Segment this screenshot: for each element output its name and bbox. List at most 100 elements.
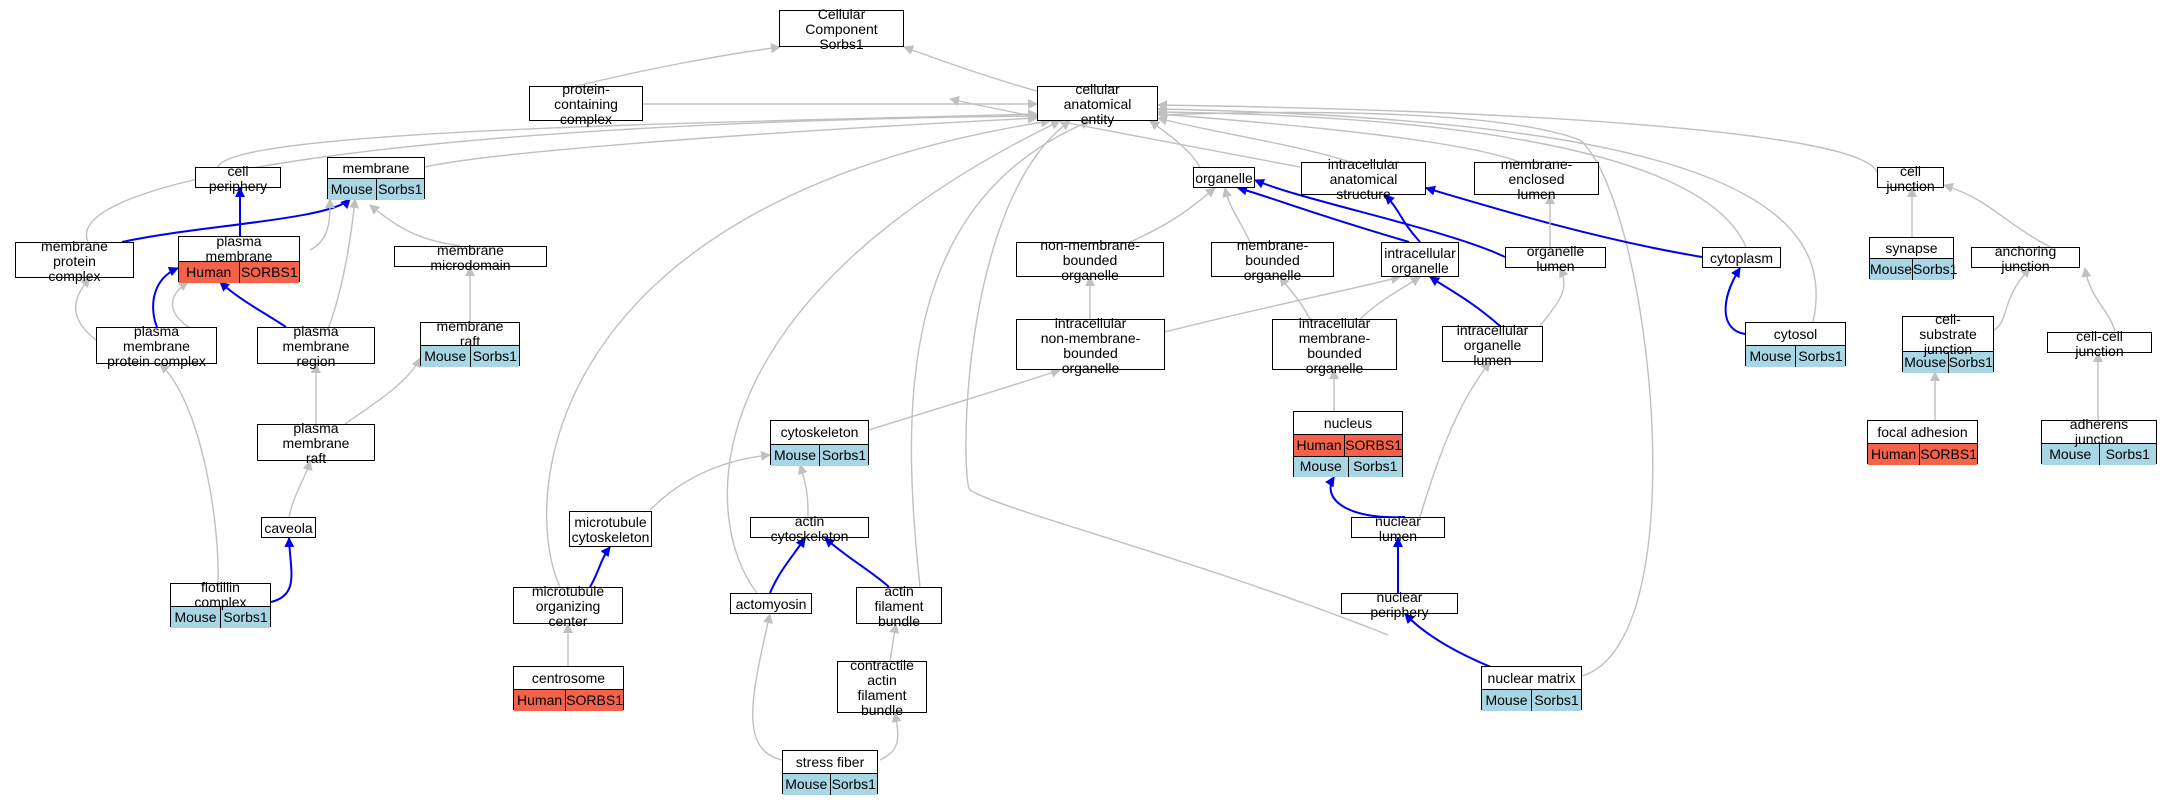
node-np[interactable]: nuclear periphery	[1341, 588, 1458, 620]
node-ias[interactable]: intracellular anatomical structure	[1301, 157, 1426, 202]
node-label: caveola	[264, 520, 313, 536]
is-a-edge	[1359, 276, 1421, 320]
node-cae[interactable]: cellular anatomical entity	[1037, 82, 1158, 127]
node-label: membrane-bounded organelle	[1236, 237, 1309, 283]
is-a-edge	[1157, 115, 1351, 163]
annotation-path-edge	[121, 198, 351, 243]
node-label: cell-cell junction	[2075, 327, 2124, 359]
node-inmbo[interactable]: intracellular non-membrane-bounded organ…	[1016, 314, 1165, 376]
node-label: plasma membrane	[205, 233, 273, 264]
node-label: nuclear periphery	[1370, 588, 1429, 620]
is-a-edge	[1157, 109, 1521, 163]
node-label: organelle	[1195, 170, 1253, 186]
species-label: Mouse	[1299, 458, 1342, 475]
node-pmpc[interactable]: plasma membrane protein complex	[96, 324, 217, 369]
is-a-edge	[309, 198, 335, 251]
is-a-edge	[344, 357, 421, 425]
is-a-edge	[1157, 109, 1654, 677]
node-label: membrane	[342, 159, 410, 176]
node-cj[interactable]: cell junction	[1877, 163, 1944, 193]
node-acs[interactable]: actin cytoskeleton	[750, 513, 869, 543]
node-label: cell periphery	[208, 162, 268, 194]
node-org[interactable]: organelle	[1193, 167, 1255, 188]
is-a-edge	[879, 712, 902, 761]
node-io[interactable]: intracellular organelle	[1381, 242, 1459, 277]
species-label: Mouse	[2049, 445, 2092, 462]
node-iol[interactable]: intracellular organelle lumen	[1442, 322, 1543, 367]
is-a-edge	[288, 460, 313, 518]
node-cyt[interactable]: cytoplasm	[1702, 247, 1781, 268]
node-ccj[interactable]: cell-cell junction	[2047, 327, 2152, 359]
is-a-edge	[1164, 274, 1401, 333]
node-nmbo[interactable]: non-membrane-bounded organelle	[1016, 237, 1164, 283]
node-nl[interactable]: nuclear lumen	[1351, 513, 1445, 543]
gene-label: SORBS1	[238, 262, 300, 283]
node-cafb[interactable]: contractile actin filament bundle	[837, 657, 927, 718]
node-mmd[interactable]: membrane microdomain	[394, 242, 547, 272]
node-mtc[interactable]: microtubule cytoskeleton	[569, 511, 652, 547]
node-mbo[interactable]: membrane-bounded organelle	[1211, 237, 1334, 283]
species-label: Mouse	[1870, 260, 1913, 277]
is-a-edge	[1129, 187, 1216, 243]
node-mel[interactable]: membrane-enclosed lumen	[1474, 157, 1599, 202]
annotation-path-edge	[1724, 267, 1746, 335]
species-label: Mouse	[1749, 347, 1792, 364]
is-a-edge	[752, 613, 783, 761]
node-ol[interactable]: organelle lumen	[1505, 243, 1606, 273]
gene-label: Sorbs1	[2098, 444, 2157, 465]
node-pmraft[interactable]: plasma membrane raft	[257, 421, 375, 466]
gene-label: Sorbs1	[1531, 690, 1581, 711]
is-a-edge	[1279, 276, 1311, 320]
node-label: cytoplasm	[1709, 250, 1774, 266]
is-a-edge	[324, 198, 360, 338]
node-aj[interactable]: anchoring junction	[1971, 243, 2080, 273]
species-label: Human	[517, 691, 563, 708]
gene-label: Sorbs1	[1347, 456, 1403, 477]
node-label: non-membrane-bounded organelle	[1040, 237, 1140, 283]
gene-label: SORBS1	[1919, 444, 1977, 465]
annotation-path-edge	[219, 281, 287, 328]
node-afb[interactable]: actin filament bundle	[856, 583, 942, 629]
node-imbo[interactable]: intracellular membrane-bounded organelle	[1272, 315, 1397, 375]
node-cp[interactable]: cell periphery	[195, 162, 281, 194]
annotation-path-edge	[1237, 185, 1410, 243]
node-am[interactable]: actomyosin	[730, 593, 812, 614]
is-a-edge	[726, 120, 1061, 594]
node-label: contractile actin filament bundle	[850, 657, 914, 718]
annotation-path-edge	[1425, 185, 1703, 258]
is-a-edge	[1157, 100, 1878, 173]
node-mpc[interactable]: membrane protein complex	[15, 238, 134, 283]
node-cc[interactable]: Cellular Component Sorbs1	[779, 7, 904, 52]
is-a-edge	[1993, 267, 2031, 331]
node-mtoc[interactable]: microtubule organizing center	[513, 584, 623, 629]
gene-label: Sorbs1	[1947, 352, 1994, 373]
gene-label: Sorbs1	[819, 445, 868, 466]
is-a-edge	[910, 119, 1091, 588]
node-cav[interactable]: caveola	[261, 517, 316, 538]
node-pcc[interactable]: protein-containing complex	[529, 82, 643, 127]
is-a-edge	[1149, 120, 1201, 168]
species-label: Human	[1296, 436, 1342, 453]
is-a-edge	[1943, 183, 2051, 248]
node-pmr[interactable]: plasma membrane region	[257, 324, 375, 369]
node-label: cell-substrate junction	[1919, 310, 1977, 357]
node-label: actin filament bundle	[874, 583, 924, 629]
node-label: intracellular non-membrane-bounded organ…	[1040, 314, 1141, 376]
